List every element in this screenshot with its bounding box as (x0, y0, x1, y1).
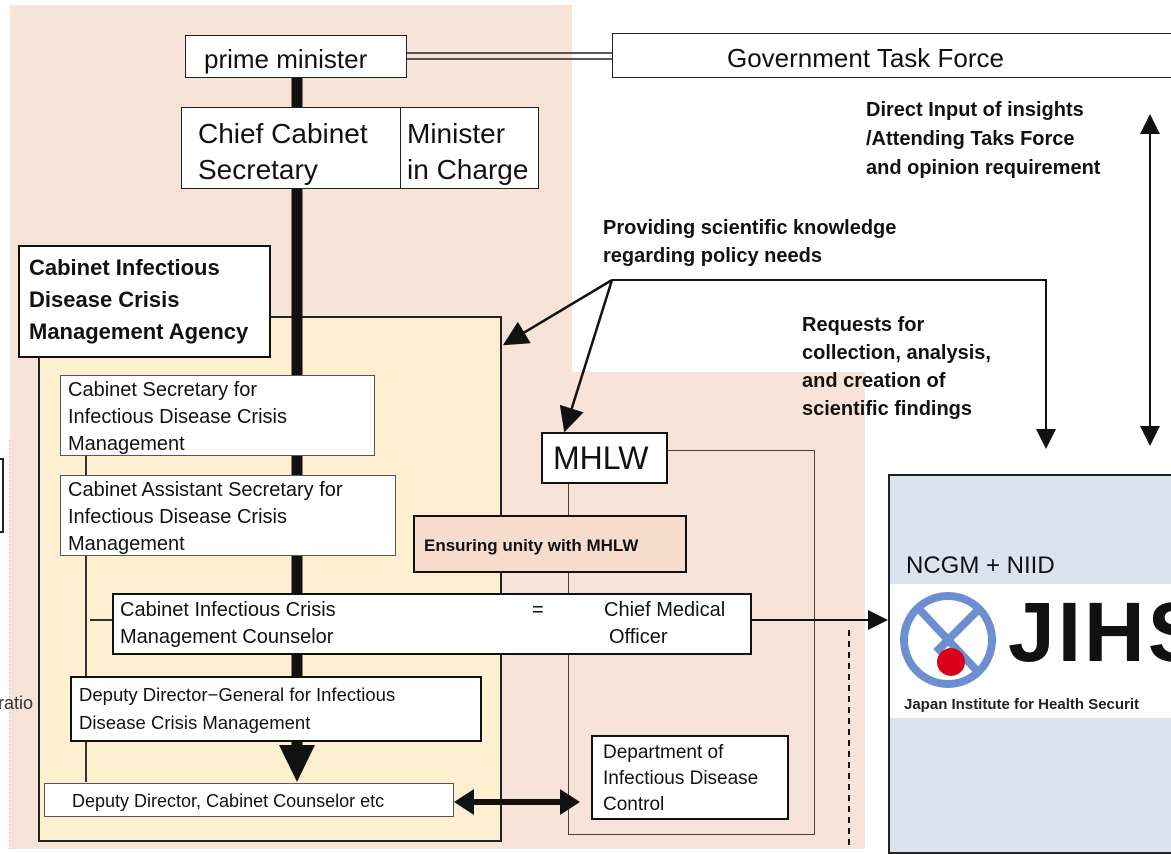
unity-label: Ensuring unity with MHLW (424, 536, 639, 555)
counselor-line1: Cabinet Infectious Crisis (120, 599, 336, 621)
mhlw-box: MHLW (541, 432, 668, 484)
department-line1: Department of (603, 742, 724, 763)
counselor-line2: Management Counselor (120, 626, 334, 648)
jihs-heading: NCGM + NIID (906, 552, 1055, 579)
arrow-to-agency (502, 278, 613, 346)
requests-line1: Requests for (802, 314, 925, 336)
left-edge-box (0, 458, 4, 533)
jihs-logo-text: JIHS (1008, 585, 1171, 679)
jihs-logo-mark (900, 592, 996, 688)
deputy-dg-line1: Deputy Director−General for Infectious (79, 684, 396, 705)
left-edge-dotted-panel (0, 440, 10, 849)
arrow-requests (612, 279, 1056, 449)
direct-input-line3: and opinion requirement (866, 157, 1101, 179)
task-force-label: Government Task Force (727, 43, 1004, 73)
spine-arrowhead (279, 745, 315, 782)
direct-input-line1: Direct Input of insights (866, 99, 1084, 121)
deputy-dg-line2: Disease Crisis Management (79, 712, 311, 733)
mhlw-label: MHLW (553, 440, 649, 476)
providing-line1: Providing scientific knowledge (603, 217, 897, 239)
chief-cabinet-box: Chief Cabinet Secretary (181, 107, 401, 189)
counselor-box: Cabinet Infectious Crisis Management Cou… (112, 593, 752, 655)
prime-minister-box: prime minister (185, 35, 407, 78)
chief-cabinet-line1: Chief Cabinet (198, 118, 368, 149)
cmo-line1: Chief Medical (604, 599, 726, 621)
cabinet-secretary-box: Cabinet Secretary for Infectious Disease… (60, 375, 375, 456)
minister-line1: Minister (407, 118, 506, 149)
assistant-secretary-line1: Cabinet Assistant Secretary for (68, 479, 343, 501)
unity-box: Ensuring unity with MHLW (413, 515, 687, 573)
jihs-subtitle: Japan Institute for Health Securit (904, 696, 1140, 713)
task-force-box: Government Task Force (612, 33, 1171, 78)
counselor-equals: = (532, 599, 544, 621)
jihs-logo-card: JIHS Japan Institute for Health Securit (890, 584, 1171, 718)
agency-title-line3: Management Agency (29, 319, 249, 344)
direct-input-line2: /Attending Taks Force (866, 128, 1075, 150)
left-edge-fragment: ratio (0, 693, 34, 713)
deputy-director-box: Deputy Director, Cabinet Counselor etc (44, 783, 454, 817)
agency-title-line2: Disease Crisis (29, 287, 180, 312)
department-line2: Infectious Disease (603, 768, 759, 789)
agency-title-line1: Cabinet Infectious (29, 255, 220, 280)
cabinet-secretary-line1: Cabinet Secretary for (68, 379, 257, 401)
thick-arrow-left-head (454, 789, 474, 815)
arrow-to-mhlw (559, 279, 614, 433)
requests-line2: collection, analysis, (802, 342, 991, 364)
minister-box: Minister in Charge (400, 107, 539, 189)
agency-title-box: Cabinet Infectious Disease Crisis Manage… (18, 245, 271, 358)
cmo-line2: Officer (609, 626, 668, 648)
department-box: Department of Infectious Disease Control (591, 735, 789, 820)
assistant-secretary-box: Cabinet Assistant Secretary for Infectio… (60, 475, 396, 556)
deputy-dg-box: Deputy Director−General for Infectious D… (70, 676, 482, 742)
assistant-secretary-line3: Management (68, 533, 185, 555)
prime-minister-label: prime minister (204, 44, 368, 74)
cabinet-secretary-line3: Management (68, 433, 185, 455)
requests-line4: scientific findings (802, 398, 973, 420)
providing-line2: regarding policy needs (603, 245, 822, 267)
department-line3: Control (603, 794, 665, 815)
cabinet-secretary-line2: Infectious Disease Crisis (68, 406, 287, 428)
requests-line3: and creation of (802, 370, 946, 392)
deputy-director-label: Deputy Director, Cabinet Counselor etc (72, 791, 385, 811)
assistant-secretary-line2: Infectious Disease Crisis (68, 506, 287, 528)
thick-arrow-right-head (560, 789, 580, 815)
minister-line2: in Charge (407, 154, 529, 185)
chief-cabinet-line2: Secretary (198, 154, 318, 185)
